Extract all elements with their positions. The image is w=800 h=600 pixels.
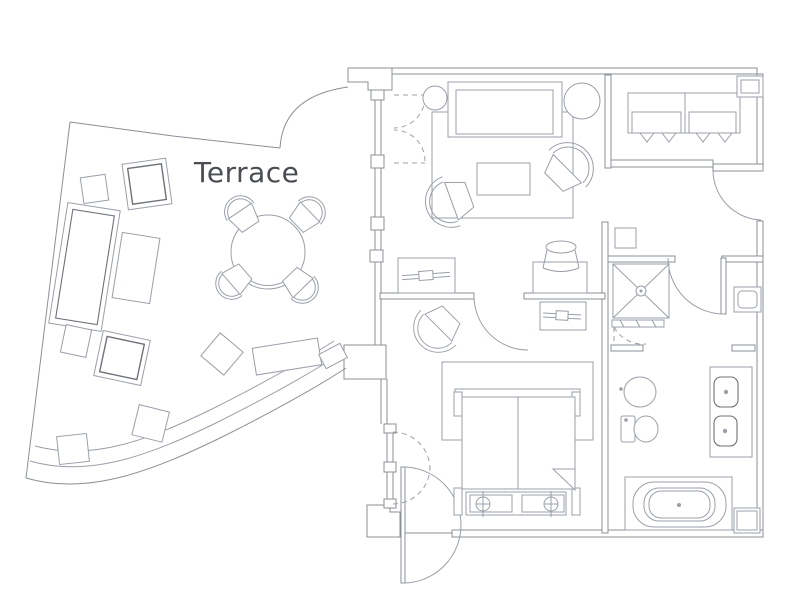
shower-pan	[612, 263, 670, 319]
living-room	[397, 81, 605, 294]
entry-door-swing-arc	[712, 170, 762, 221]
window-band-living	[369, 89, 385, 345]
rail-planter-box	[251, 337, 323, 376]
bedroom-armchair	[402, 296, 470, 364]
window-mullion	[369, 249, 384, 263]
club-chair	[535, 131, 605, 201]
window-mullion	[370, 89, 385, 101]
tv-console-bedroom	[539, 301, 587, 331]
entry-door	[712, 163, 764, 221]
french-doors-living	[393, 94, 426, 164]
headboard	[454, 388, 581, 398]
rail-planter	[56, 432, 90, 466]
bathroom	[619, 286, 762, 534]
bath-door-wall	[721, 255, 764, 263]
entry-closet	[627, 75, 764, 143]
terrace-lounge-chair	[93, 329, 151, 387]
bed	[453, 388, 581, 516]
tub-side-table	[733, 507, 761, 534]
pilaster-mid-west	[343, 344, 387, 380]
window-mullion	[370, 216, 385, 231]
french-doors-bedroom	[392, 431, 431, 505]
tv-bracket	[418, 269, 434, 282]
club-chair	[417, 169, 479, 236]
bench-leg	[543, 491, 559, 517]
sheet-fold	[551, 468, 576, 492]
bedroom-entry-door	[400, 466, 462, 584]
desk-chair	[542, 240, 580, 272]
bathroom-door-leaf	[720, 257, 727, 315]
safe	[736, 75, 764, 98]
round-dining-table	[230, 214, 306, 290]
entry-door-leaf	[712, 163, 764, 172]
right-wall-lower	[756, 220, 764, 533]
terrace-ottoman	[111, 231, 161, 305]
terrace-lounge-chair	[121, 157, 173, 211]
door-swing-arc	[667, 257, 725, 315]
window-band-bedroom	[380, 379, 397, 509]
terrace-label: Terrace	[193, 156, 299, 189]
living-bedroom-wall-east	[523, 292, 606, 300]
terrace-outer-curve	[25, 367, 347, 485]
luggage-rack	[627, 92, 686, 143]
luggage-rack	[684, 92, 741, 143]
window-mullion	[383, 461, 397, 473]
bench-leg	[475, 491, 491, 517]
round-side-table	[422, 85, 448, 111]
desk	[532, 261, 588, 294]
door-leaf	[400, 466, 406, 584]
shower-room	[611, 227, 670, 328]
hall-bath-wall-west	[610, 344, 644, 352]
hall-bath-wall-east	[731, 344, 756, 352]
rail-connector	[317, 342, 349, 370]
round-side-table	[563, 82, 601, 120]
hall-west-wall	[601, 221, 609, 534]
tv-bracket	[555, 310, 569, 321]
sink	[713, 415, 738, 447]
walls	[343, 67, 764, 538]
living-bedroom-wall-west	[379, 292, 475, 300]
shower-pivot-door	[613, 326, 647, 345]
mattress-left	[461, 396, 519, 490]
door-swing-arc	[402, 466, 462, 584]
door-swing-arc	[473, 295, 529, 351]
tv-console-living	[397, 257, 456, 294]
vanity-counter	[709, 366, 753, 458]
terrace-rail-curve	[29, 353, 341, 468]
living-bedroom-door	[473, 295, 529, 351]
bidet	[620, 415, 659, 443]
sun-lounger	[48, 201, 121, 332]
bedroom	[402, 296, 594, 517]
bathtub	[624, 476, 733, 531]
sofa	[447, 81, 563, 138]
terrace-side-table	[59, 324, 93, 358]
window-mullion	[383, 423, 397, 434]
niche-column	[614, 227, 637, 249]
terrace-dining-set	[208, 189, 333, 311]
coffee-table	[476, 162, 531, 196]
closet-bottom-wall	[610, 159, 714, 168]
toilet	[619, 376, 657, 408]
top-wall	[391, 67, 758, 75]
rail-planter	[200, 332, 244, 376]
terrace-side-table	[79, 173, 110, 205]
shower-top-wall	[607, 255, 676, 263]
closet-divider-wall	[604, 74, 612, 169]
pilaster-bottom-left	[366, 504, 401, 538]
window-mullion	[370, 154, 385, 169]
terrace: Terrace	[25, 86, 349, 485]
pilaster-top-left	[347, 67, 393, 91]
shower-threshold	[611, 319, 665, 328]
bathroom-door	[667, 257, 727, 315]
bed-bench	[465, 491, 567, 517]
sink	[713, 376, 739, 408]
rail-planter	[131, 403, 171, 443]
hall-shelf	[733, 286, 762, 313]
doors	[392, 94, 764, 584]
